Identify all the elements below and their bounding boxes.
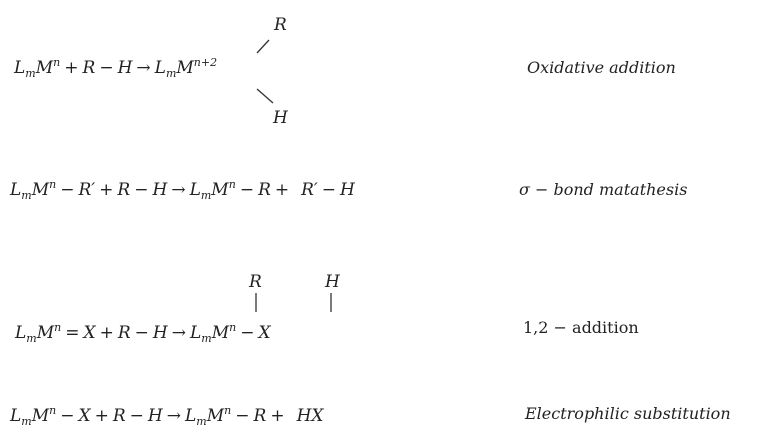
bond-dash: −	[99, 58, 114, 78]
plus-sign: +	[99, 180, 114, 200]
ligand-symbol: L	[14, 58, 26, 78]
metal-symbol: M	[176, 58, 194, 78]
plus-sign: +	[274, 180, 290, 200]
branch-hydrogen: H	[325, 272, 340, 292]
label-oxidative-addition: Oxidative addition	[527, 58, 676, 77]
ligand-symbol: L	[185, 406, 197, 426]
ligand-symbol: L	[15, 323, 27, 343]
r-group: R	[117, 180, 131, 200]
ligand-symbol: L	[10, 180, 22, 200]
oxidation-state-product: n+2	[193, 56, 218, 69]
hydrogen: H	[152, 180, 168, 200]
metal-symbol: M	[211, 323, 230, 343]
r-group: R	[117, 323, 131, 343]
hydrogen: H	[147, 406, 163, 426]
bond-dash: −	[134, 323, 149, 343]
ligand-count: m	[21, 415, 32, 428]
metal-symbol: M	[211, 180, 229, 200]
oxidation-state: n	[54, 321, 62, 334]
ligand-symbol: L	[189, 180, 201, 200]
metal-symbol: M	[35, 58, 54, 78]
reaction-arrow: →	[136, 58, 151, 78]
oxidation-state: n	[224, 404, 232, 417]
label-electrophilic-substitution: Electrophilic substitution	[525, 404, 731, 423]
metal-symbol: M	[31, 180, 50, 200]
branch-r-group: R	[249, 272, 262, 292]
hydrogen: H	[340, 180, 355, 200]
r-group: R	[258, 180, 271, 200]
label-1-2-addition: 1,2 − addition	[523, 318, 639, 337]
equation-oxidative-addition: LmMn+R−H→LmMn+2	[14, 56, 218, 80]
bond-dash: −	[60, 406, 75, 426]
ligand-count: m	[196, 415, 207, 428]
plus-sign: +	[99, 323, 114, 343]
oxidation-state: n	[229, 321, 237, 334]
oxidation-state: n	[49, 404, 57, 417]
ligand-count: m	[165, 67, 177, 80]
hydrogen: H	[152, 323, 168, 343]
branch-hydrogen: H	[273, 108, 288, 128]
bond-metal-r-reaction-1	[256, 39, 270, 54]
bond-dash: −	[60, 180, 75, 200]
bond-dash: −	[235, 406, 250, 426]
reaction-arrow: →	[171, 323, 186, 343]
reaction-arrow: →	[166, 406, 181, 426]
ligand-symbol: L	[10, 406, 22, 426]
hydrogen: H	[117, 58, 133, 78]
x-group: X	[78, 406, 91, 426]
bond-dash: −	[239, 180, 255, 200]
ligand-count: m	[25, 67, 36, 80]
oxidation-state: n	[49, 178, 57, 191]
oxidation-state: n	[53, 56, 61, 69]
bond-dash: −	[321, 180, 337, 200]
plus-sign: +	[94, 406, 109, 426]
branch-r-group: R	[274, 15, 287, 35]
metal-symbol: M	[31, 406, 50, 426]
bond-metal-h-reaction-1	[256, 88, 274, 104]
plus-sign: +	[270, 406, 285, 426]
bond-dash: −	[240, 323, 255, 343]
r-group: R	[253, 406, 267, 426]
ligand-count: m	[200, 189, 212, 202]
metal-symbol: M	[36, 323, 55, 343]
double-bond: =	[65, 323, 80, 343]
oxidation-state: n	[228, 178, 236, 191]
r-prime-group: R′	[301, 180, 318, 200]
r-group: R	[112, 406, 126, 426]
ligand-count: m	[201, 332, 212, 345]
label-sigma-bond-metathesis: σ − bond matathesis	[519, 180, 688, 199]
x-group: X	[83, 323, 96, 343]
x-group: X	[258, 323, 271, 343]
hydrogen-halide: HX	[296, 406, 324, 426]
metal-symbol: M	[206, 406, 225, 426]
r-group: R	[82, 58, 96, 78]
ligand-count: m	[21, 189, 32, 202]
ligand-count: m	[26, 332, 37, 345]
equation-electrophilic-substitution: LmMn−X+R−H→LmMn−R+HX	[10, 404, 324, 428]
bond-dash: −	[129, 406, 144, 426]
r-prime-group: R′	[78, 180, 96, 200]
equation-1-2-addition: LmMn=X+R−H→LmMn−X	[15, 321, 271, 345]
ligand-symbol: L	[190, 323, 202, 343]
plus-sign: +	[64, 58, 79, 78]
bond-dash: −	[134, 180, 149, 200]
ligand-symbol: L	[154, 58, 166, 78]
reaction-arrow: →	[171, 180, 186, 200]
equation-sigma-bond-metathesis: LmMn−R′+R−H→LmMn−R+R′−H	[10, 178, 355, 202]
